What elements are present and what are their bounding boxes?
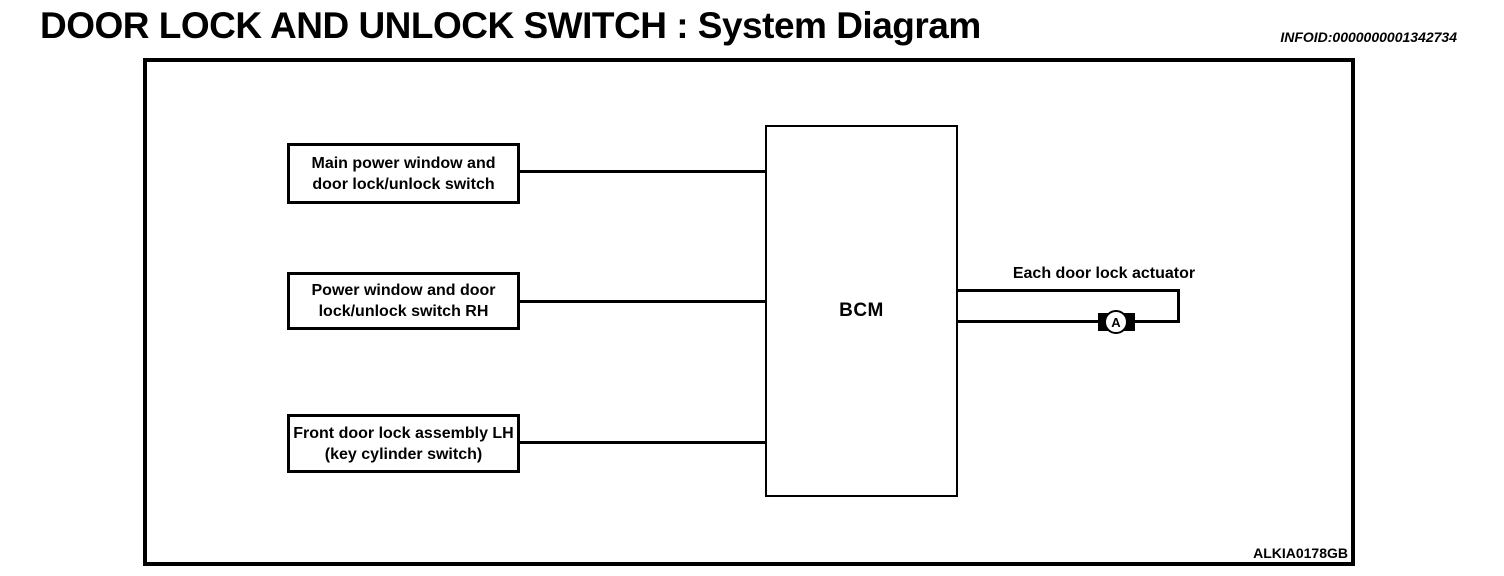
connector-letter: A [1111, 314, 1121, 330]
connection-line-input-3 [520, 441, 765, 444]
connection-line-output-lower [957, 320, 1179, 323]
input-box-label-line: door lock/unlock switch [312, 175, 495, 193]
connector-a-icon: A [1104, 310, 1128, 334]
input-box-label-line: Main power window and [311, 154, 496, 172]
connection-line-input-1 [520, 170, 765, 173]
input-box-label-line: (key cylinder switch) [324, 445, 483, 463]
actuator-label: Each door lock actuator [1012, 265, 1196, 282]
figure-code: ALKIA0178GB [1253, 545, 1348, 561]
infoid-label: INFOID:0000000001342734 [1280, 29, 1457, 45]
input-box-front-door-lock-assembly-lh: Front door lock assembly LH (key cylinde… [287, 414, 520, 473]
input-box-power-window-switch-rh: Power window and door lock/unlock switch… [287, 272, 520, 330]
connection-line-output-vertical [1177, 289, 1180, 323]
input-box-label-line: Power window and door [311, 282, 496, 299]
input-box-label-line: lock/unlock switch RH [318, 303, 489, 320]
bcm-label: BCM [839, 300, 884, 321]
input-box-main-power-window-switch: Main power window and door lock/unlock s… [287, 143, 520, 204]
connection-line-output-upper [957, 289, 1179, 292]
connection-line-input-2 [520, 300, 765, 303]
input-box-label-line: Front door lock assembly LH [293, 424, 514, 442]
page-title: DOOR LOCK AND UNLOCK SWITCH : System Dia… [40, 5, 981, 46]
bcm-box: BCM [765, 125, 958, 497]
